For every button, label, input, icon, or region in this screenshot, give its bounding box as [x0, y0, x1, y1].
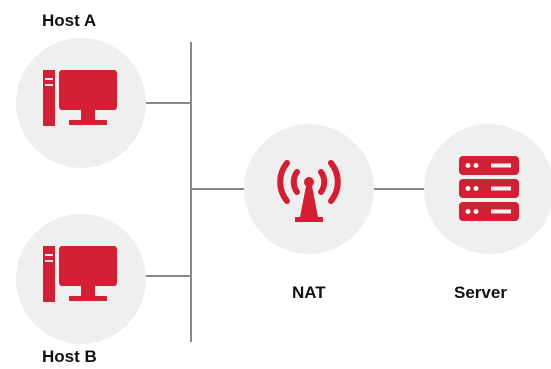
host-b-node	[16, 214, 146, 344]
nat-node	[244, 124, 374, 254]
antenna-broadcast-icon	[269, 153, 349, 225]
desktop-computer-icon	[41, 68, 121, 138]
server-node	[424, 124, 551, 254]
desktop-computer-icon	[41, 244, 121, 314]
server-label: Server	[454, 283, 507, 302]
nat-label: NAT	[292, 283, 326, 302]
server-rack-icon	[457, 154, 521, 224]
host-a-label: Host A	[42, 11, 97, 30]
host-a-node	[16, 38, 146, 168]
host-b-label: Host B	[42, 347, 97, 366]
